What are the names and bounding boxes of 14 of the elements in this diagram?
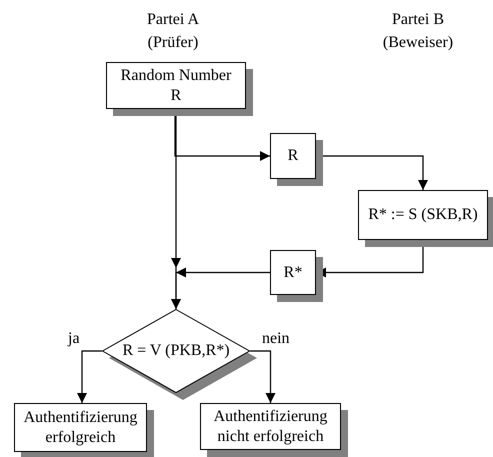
column-heading: Partei A (Prüfer) — [146, 10, 200, 53]
box-text: Authentifizierung erfolgreich — [22, 408, 138, 448]
arrow — [250, 350, 276, 403]
box-text: R* — [284, 262, 302, 282]
decision-diamond — [102, 309, 258, 401]
edge-label: ja — [68, 331, 80, 347]
arrow — [77, 350, 102, 403]
box-text: Random Number R — [120, 66, 232, 106]
box-text: R — [288, 146, 298, 166]
condition-text: R = V (PKB,R*) — [122, 341, 230, 361]
box-text: R* := S (SKB,R) — [368, 205, 478, 225]
box-text: Authentifizierung nicht erfolgreich — [212, 406, 328, 446]
column-heading: Partei B (Beweiser) — [382, 10, 454, 53]
arrow — [171, 268, 270, 309]
